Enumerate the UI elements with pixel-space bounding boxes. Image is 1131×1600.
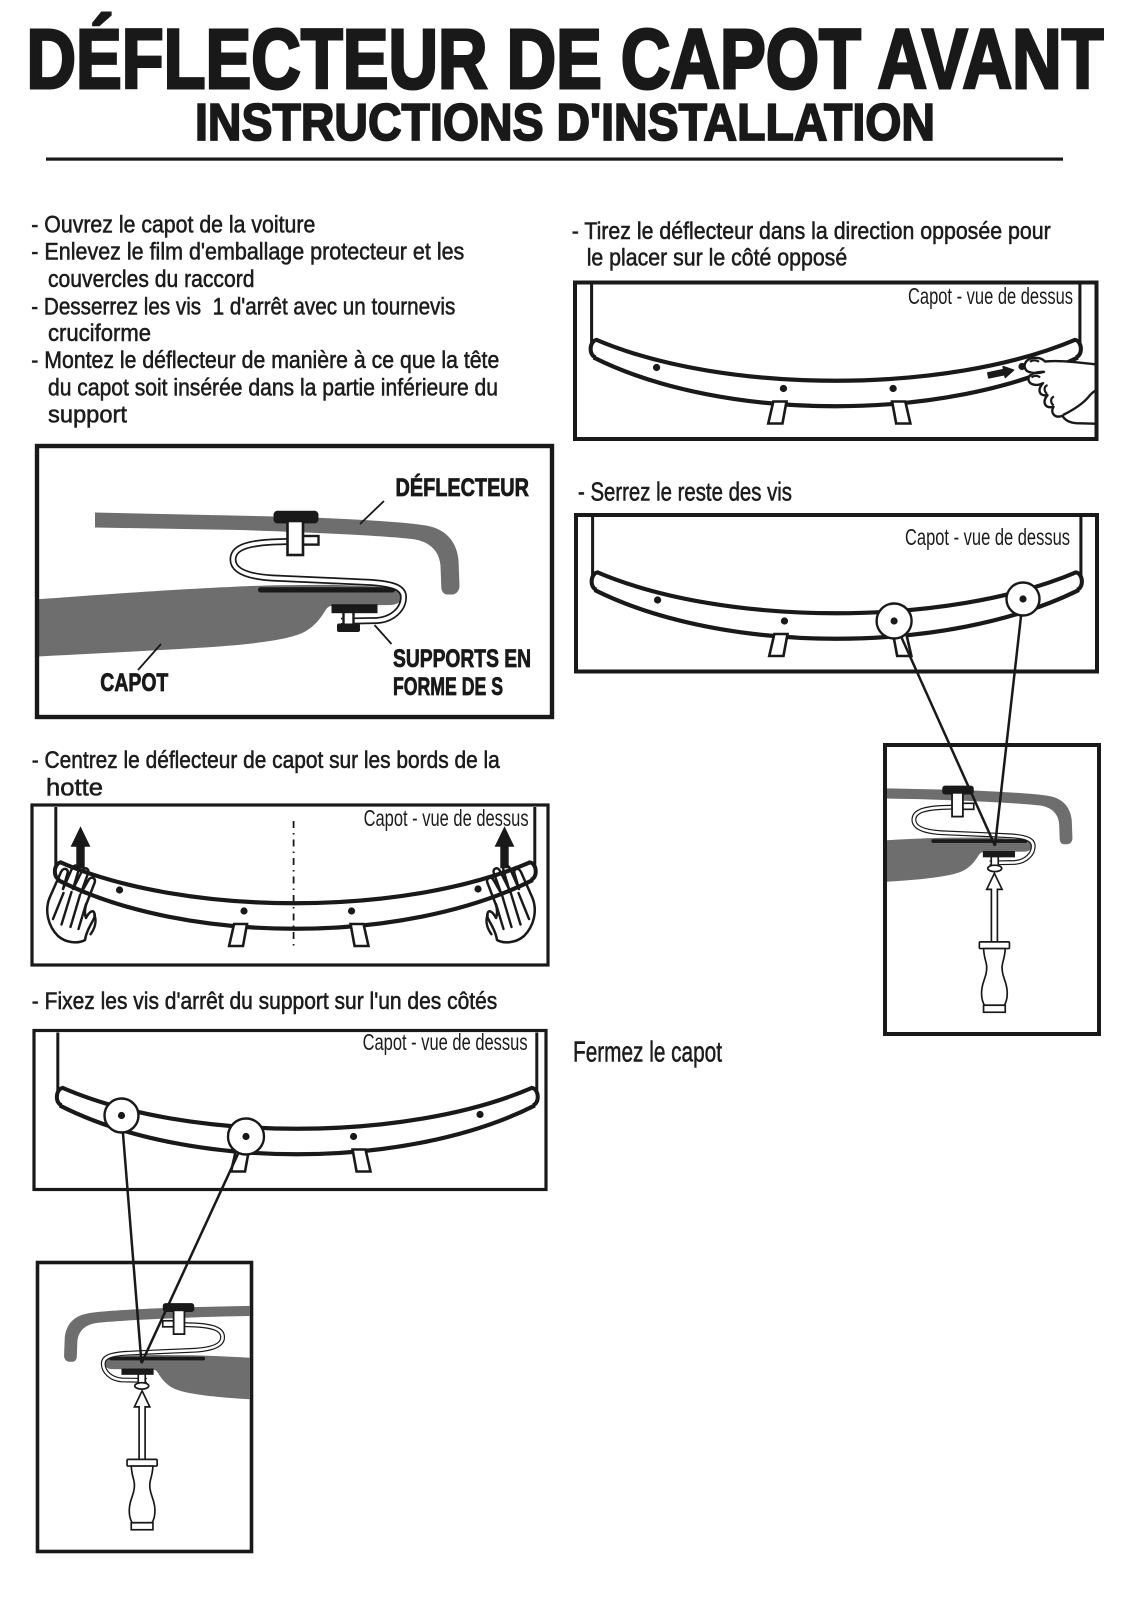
svg-text:- Fixez les vis d'arrêt du sup: - Fixez les vis d'arrêt du support sur l… (32, 988, 498, 1015)
svg-text:- Tirez le déflecteur dans la: - Tirez le déflecteur dans la direction … (572, 218, 1051, 245)
svg-text:SUPPORTS EN: SUPPORTS EN (393, 645, 531, 673)
svg-text:Capot - vue de dessus: Capot - vue de dessus (908, 283, 1073, 309)
svg-text:couvercles du raccord: couvercles du raccord (48, 266, 255, 293)
svg-text:Fermez le capot: Fermez le capot (573, 1037, 722, 1069)
svg-text:- Desserrez les vis 1 d'arrêt: - Desserrez les vis 1 d'arrêt avec un to… (31, 294, 455, 321)
svg-text:DÉFLECTEUR: DÉFLECTEUR (396, 473, 530, 502)
svg-text:Capot - vue de dessus: Capot - vue de dessus (364, 805, 529, 831)
svg-text:- Ouvrez le capot de la voitur: - Ouvrez le capot de la voiture (31, 212, 315, 239)
svg-text:- Serrez le reste des vis: - Serrez le reste des vis (578, 477, 792, 507)
svg-text:support: support (48, 402, 127, 429)
svg-text:Capot - vue de dessus: Capot - vue de dessus (905, 524, 1070, 550)
svg-text:CAPOT: CAPOT (100, 669, 168, 697)
svg-text:DÉFLECTEUR DE CAPOT AVANT: DÉFLECTEUR DE CAPOT AVANT (27, 12, 1104, 106)
svg-text:le placer sur le côté opposé: le placer sur le côté opposé (587, 245, 848, 272)
svg-text:cruciforme: cruciforme (48, 320, 151, 347)
svg-text:- Montez le déflecteur de mani: - Montez le déflecteur de manière à ce q… (31, 347, 499, 374)
svg-text:- Enlevez le film d'emballage: - Enlevez le film d'emballage protecteur… (31, 239, 464, 266)
svg-text:INSTRUCTIONS D'INSTALLATION: INSTRUCTIONS D'INSTALLATION (195, 94, 935, 152)
svg-text:hotte: hotte (46, 775, 103, 802)
svg-text:- Centrez le déflecteur de cap: - Centrez le déflecteur de capot sur les… (32, 747, 501, 774)
svg-text:FORME DE S: FORME DE S (393, 673, 503, 701)
svg-text:du capot soit insérée dans la: du capot soit insérée dans la partie inf… (48, 375, 498, 402)
svg-text:Capot - vue de dessus: Capot - vue de dessus (363, 1029, 528, 1055)
